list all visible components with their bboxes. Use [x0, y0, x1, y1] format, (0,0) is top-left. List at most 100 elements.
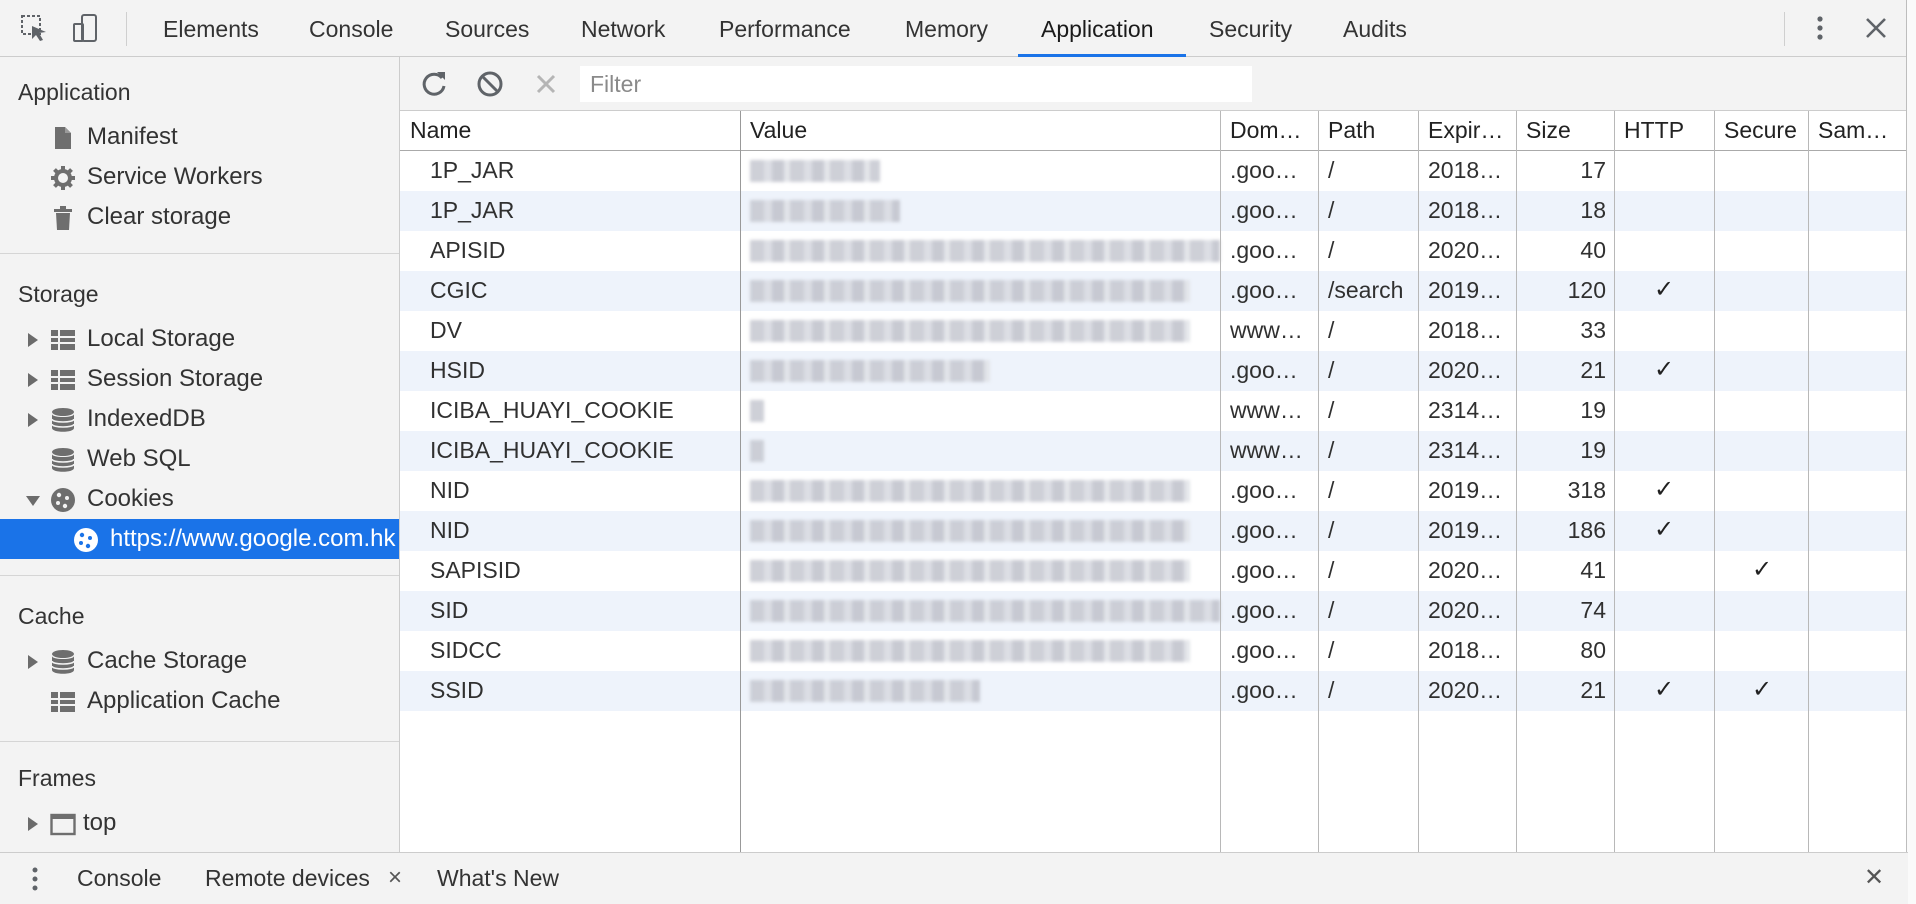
table-row[interactable]: NID.goo…/2019…186✓	[400, 511, 1906, 551]
cookie-name: NID	[430, 477, 470, 503]
close-tab-icon[interactable]: ×	[388, 864, 403, 891]
clear-all-icon[interactable]	[474, 68, 506, 100]
tab-audits[interactable]: Audits	[1343, 16, 1407, 42]
cookie-size: 21	[1580, 677, 1606, 703]
table-row[interactable]: 1P_JAR.goo…/2018…18	[400, 191, 1906, 231]
kebab-menu-icon[interactable]	[1804, 12, 1836, 44]
column-divider[interactable]	[1516, 111, 1517, 852]
column-divider[interactable]	[1418, 111, 1419, 852]
tab-memory[interactable]: Memory	[905, 16, 989, 42]
cookie-domain: .goo…	[1230, 517, 1298, 543]
column-header-expires[interactable]: Expir…	[1428, 117, 1504, 143]
delete-selected-icon[interactable]	[530, 68, 562, 100]
cookie-size: 74	[1580, 597, 1606, 623]
grid-storage-icon	[51, 370, 75, 390]
grid-storage-icon	[51, 692, 75, 712]
expand-arrow-icon[interactable]	[28, 373, 38, 387]
column-header-http[interactable]: HTTP	[1624, 117, 1685, 143]
column-header-size[interactable]: Size	[1526, 117, 1571, 143]
sidebar-item-clear-storage[interactable]: Clear storage	[0, 197, 399, 237]
column-header-secure[interactable]: Secure	[1724, 117, 1797, 143]
expand-arrow-icon[interactable]	[28, 333, 38, 347]
drawer-menu-icon[interactable]	[22, 865, 48, 893]
table-row[interactable]: HSID.goo…/2020…21✓	[400, 351, 1906, 391]
sidebar-item-cookie-origin[interactable]: https://www.google.com.hk	[0, 519, 399, 559]
cookie-expires: 2020…	[1428, 557, 1503, 583]
tab-security[interactable]: Security	[1209, 16, 1293, 42]
cookie-expires: 2018…	[1428, 157, 1503, 183]
tab-network[interactable]: Network	[581, 16, 666, 42]
column-divider[interactable]	[1318, 111, 1319, 852]
close-drawer-icon[interactable]: ✕	[1864, 864, 1885, 891]
tab-application[interactable]: Application	[1041, 16, 1154, 42]
redacted-cookie-value	[750, 440, 764, 462]
table-row[interactable]: SSID.goo…/2020…21✓✓	[400, 671, 1906, 711]
column-header-path[interactable]: Path	[1328, 117, 1376, 143]
table-row[interactable]: SID.goo…/2020…74	[400, 591, 1906, 631]
drawer-tab-remote-devices[interactable]: Remote devices	[205, 865, 370, 891]
sidebar-item-cache-storage[interactable]: Cache Storage	[0, 641, 399, 681]
column-divider[interactable]	[1808, 111, 1809, 852]
drawer-tab-console[interactable]: Console	[77, 865, 162, 891]
cookie-path: /	[1328, 637, 1335, 663]
expand-arrow-icon[interactable]	[28, 413, 38, 427]
table-row[interactable]: SAPISID.goo…/2020…41✓	[400, 551, 1906, 591]
column-divider[interactable]	[1714, 111, 1715, 852]
sidebar-item-label: Manifest	[87, 123, 178, 150]
cookie-domain: .goo…	[1230, 637, 1298, 663]
table-row[interactable]: APISID.goo…/2020…40	[400, 231, 1906, 271]
sidebar-item-service-workers[interactable]: Service Workers	[0, 157, 399, 197]
column-header-value[interactable]: Value	[750, 117, 808, 143]
table-row[interactable]: 1P_JAR.goo…/2018…17	[400, 151, 1906, 191]
sidebar-item-cookies[interactable]: Cookies	[0, 479, 399, 519]
devtools-toolbar: Elements Console Sources Network Perform…	[0, 0, 1908, 57]
cookie-expires: 2019…	[1428, 477, 1503, 503]
tab-sources[interactable]: Sources	[445, 16, 530, 42]
tab-elements[interactable]: Elements	[163, 16, 259, 42]
sidebar-item-label: Cookies	[87, 485, 174, 512]
device-toolbar-icon[interactable]	[70, 12, 102, 44]
filter-input[interactable]	[580, 66, 1252, 102]
sidebar-item-indexeddb[interactable]: IndexedDB	[0, 399, 399, 439]
refresh-icon[interactable]	[418, 68, 450, 100]
column-header-name[interactable]: Name	[410, 117, 472, 143]
cookies-panel: 1P_JAR.goo…/2018…171P_JAR.goo…/2018…18AP…	[400, 57, 1906, 852]
cookie-size: 19	[1580, 397, 1606, 423]
cookie-name: ICIBA_HUAYI_COOKIE	[430, 397, 674, 423]
expand-arrow-icon[interactable]	[28, 655, 38, 669]
cookie-expires: 2020…	[1428, 597, 1503, 623]
cookie-size: 21	[1580, 357, 1606, 383]
sidebar-item-local-storage[interactable]: Local Storage	[0, 319, 399, 359]
drawer-tab-whats-new[interactable]: What's New	[437, 865, 559, 891]
column-header-domain[interactable]: Dom…	[1230, 117, 1302, 143]
column-divider[interactable]	[740, 111, 741, 852]
sidebar-item-session-storage[interactable]: Session Storage	[0, 359, 399, 399]
cookie-name: 1P_JAR	[430, 197, 515, 223]
redacted-cookie-value	[750, 520, 1190, 542]
section-title-application: Application	[18, 79, 131, 105]
table-row[interactable]: SIDCC.goo…/2018…80	[400, 631, 1906, 671]
tab-performance[interactable]: Performance	[719, 16, 851, 42]
table-row[interactable]: NID.goo…/2019…318✓	[400, 471, 1906, 511]
collapse-arrow-icon[interactable]	[26, 496, 40, 506]
cookie-domain: .goo…	[1230, 237, 1298, 263]
close-icon[interactable]	[1860, 12, 1892, 44]
sidebar-item-application-cache[interactable]: Application Cache	[0, 681, 399, 721]
cookie-expires: 2314…	[1428, 397, 1503, 423]
sidebar-item-frame-top[interactable]: top	[0, 803, 399, 843]
cookie-icon	[51, 488, 75, 512]
inspect-element-icon[interactable]	[18, 12, 50, 44]
expand-arrow-icon[interactable]	[28, 817, 38, 831]
column-divider[interactable]	[1614, 111, 1615, 852]
sidebar-item-web-sql[interactable]: Web SQL	[0, 439, 399, 479]
sidebar-item-manifest[interactable]: Manifest	[0, 117, 399, 157]
sidebar-item-label: Local Storage	[87, 325, 236, 352]
tab-console[interactable]: Console	[309, 16, 394, 42]
column-divider[interactable]	[1220, 111, 1221, 852]
column-header-samesite[interactable]: Sam…	[1818, 117, 1889, 143]
